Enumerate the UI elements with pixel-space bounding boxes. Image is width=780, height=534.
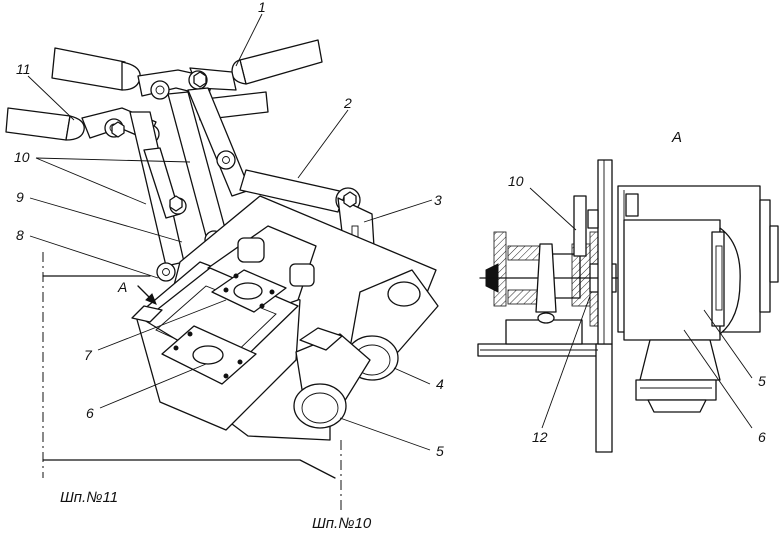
callout-7: 7 [84, 347, 93, 363]
view-arrow-label: A [117, 279, 127, 295]
right-callouts: A 10 12 5 6 [508, 129, 766, 445]
callout-5: 5 [436, 443, 444, 459]
motor-6 [623, 219, 741, 413]
left-callouts: 1 11 2 10 9 3 8 A 7 4 6 5 Шп.№11 Шп.№10 [14, 0, 444, 532]
callout-r10: 10 [508, 173, 524, 189]
callout-10: 10 [14, 149, 30, 165]
strut-bars [129, 87, 251, 282]
frame-label-10: Шп.№10 [312, 515, 372, 532]
callout-4: 4 [436, 376, 444, 392]
right-leaders [529, 187, 753, 429]
view-arrow [137, 285, 157, 305]
leader-lines [27, 13, 433, 451]
callout-r5: 5 [758, 373, 766, 389]
contactor-cylinders [293, 269, 439, 429]
bolts [111, 71, 357, 212]
mounting-plate [587, 159, 613, 345]
callout-8: 8 [16, 227, 24, 243]
cable-hoses [5, 39, 323, 141]
callout-1: 1 [258, 0, 266, 15]
callout-6: 6 [86, 405, 94, 421]
callout-11: 11 [16, 61, 31, 77]
callout-r6: 6 [758, 429, 766, 445]
callout-r12: 12 [532, 429, 548, 445]
callout-9: 9 [16, 189, 24, 205]
frame-axis-lines [42, 252, 342, 512]
view-label-a: A [671, 129, 682, 146]
right-view: A 10 12 5 6 [477, 129, 779, 453]
frame-label-11: Шп.№11 [60, 489, 118, 506]
callout-2: 2 [343, 95, 352, 111]
left-view: 1 11 2 10 9 3 8 A 7 4 6 5 Шп.№11 Шп.№10 [5, 0, 444, 532]
callout-3: 3 [434, 192, 442, 208]
